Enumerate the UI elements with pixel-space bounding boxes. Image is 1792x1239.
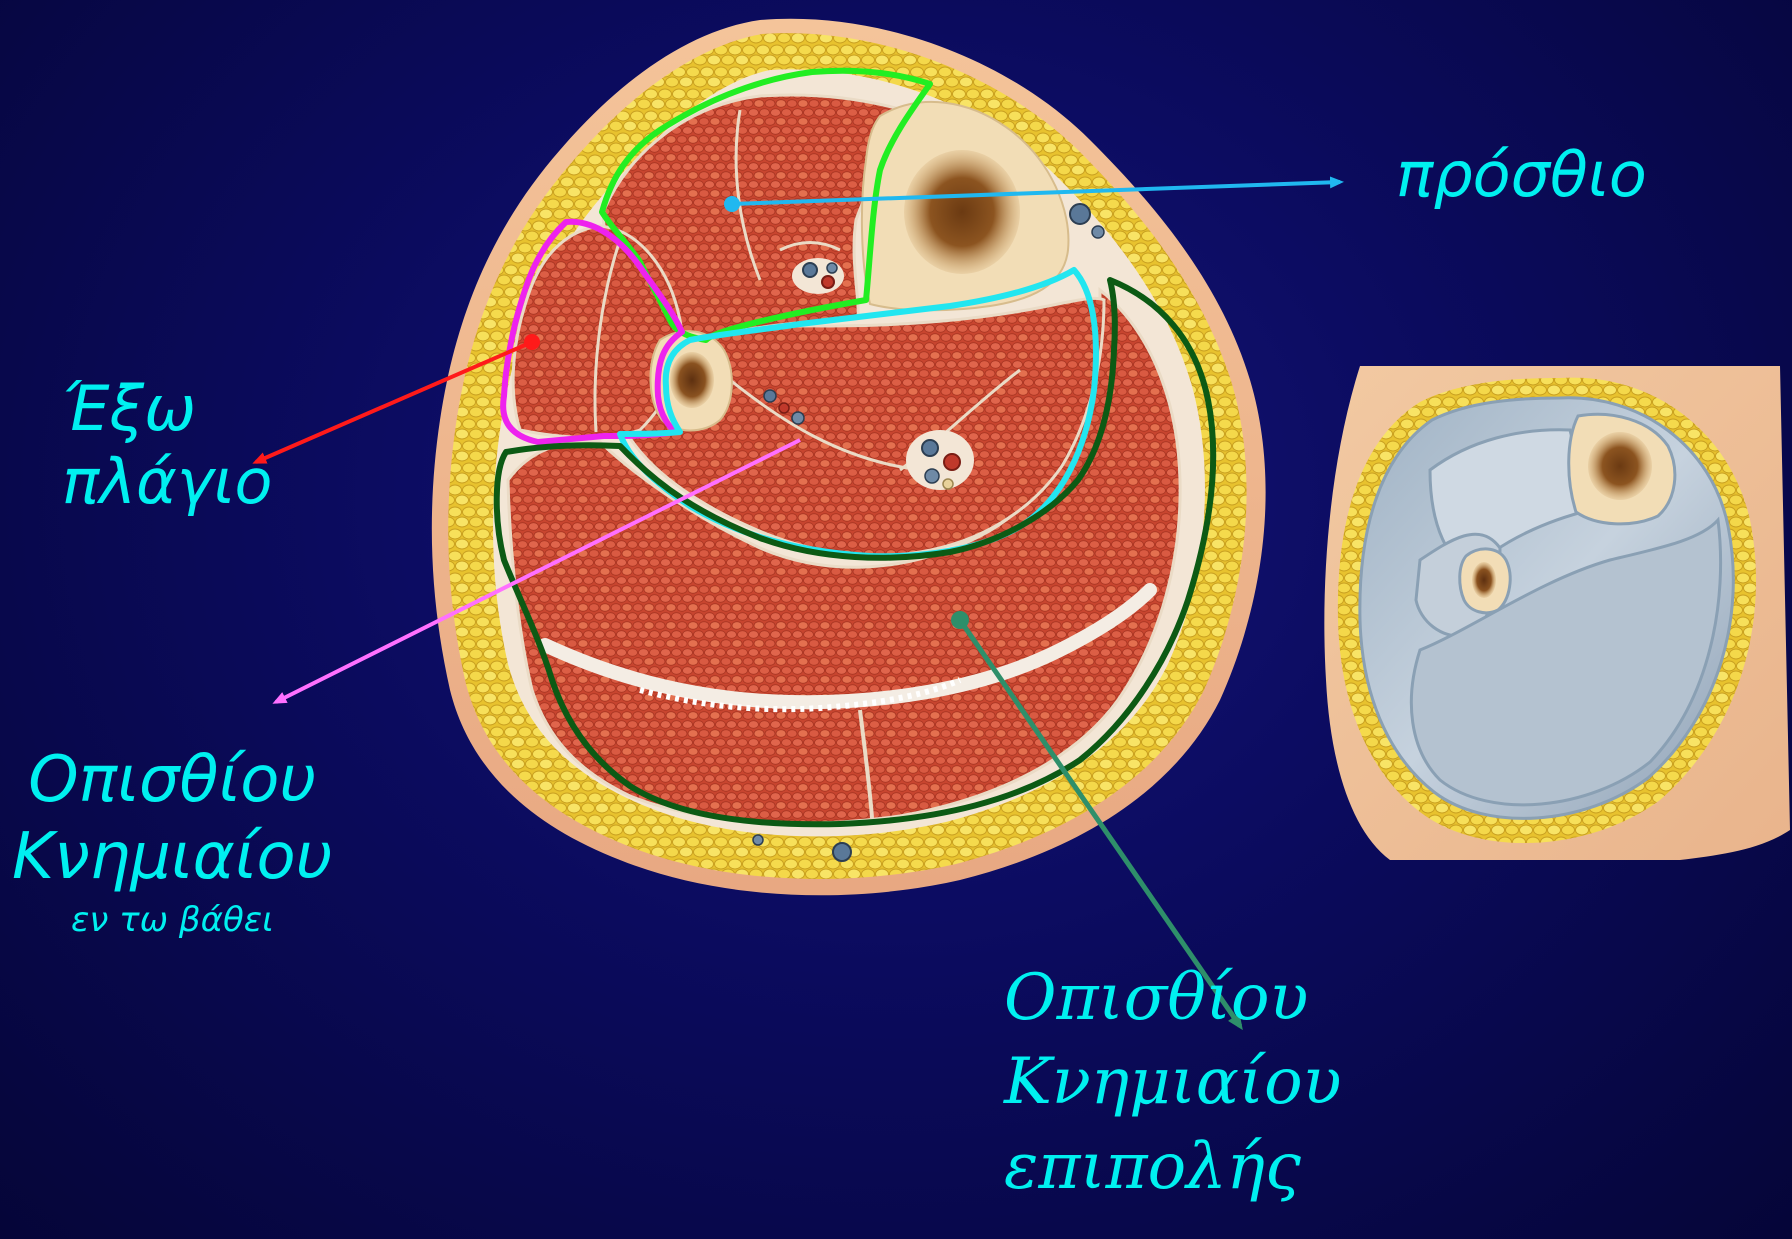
- deep-posterior-compartment-label: Οπισθίου Κνημιαίου εν τω βάθει: [12, 742, 333, 940]
- superficial-posterior-compartment-label: Οπισθίου Κνημιαίου επιπολής: [1004, 956, 1342, 1209]
- fibula-marrow: [670, 352, 714, 408]
- deep-posterior-label-line-1: Οπισθίου: [12, 742, 333, 819]
- lateral-compartment-label: Έξω πλάγιο: [62, 372, 273, 518]
- deep-posterior-label-line-2: Κνημιαίου: [12, 819, 333, 896]
- tibia-marrow: [904, 150, 1020, 274]
- posterior-tibial-neurovascular-bundle: [906, 430, 974, 490]
- superficial-posterior-label-line-1: Οπισθίου: [1004, 956, 1342, 1040]
- superficial-posterior-label-line-2: Κνημιαίου: [1004, 1040, 1342, 1124]
- anterior-compartment-label: πρόσθιο: [1396, 142, 1647, 207]
- superficial-posterior-label-line-3: επιπολής: [1004, 1125, 1342, 1209]
- compartment-schematic-inset: [1324, 366, 1790, 860]
- lateral-label-line-2: πλάγιο: [62, 445, 273, 518]
- anterior-neurovascular-bundle: [792, 258, 844, 294]
- anterior-label-text: πρόσθιο: [1396, 142, 1647, 207]
- deep-posterior-label-line-3: εν τω βάθει: [12, 900, 333, 941]
- lateral-label-line-1: Έξω: [62, 372, 273, 445]
